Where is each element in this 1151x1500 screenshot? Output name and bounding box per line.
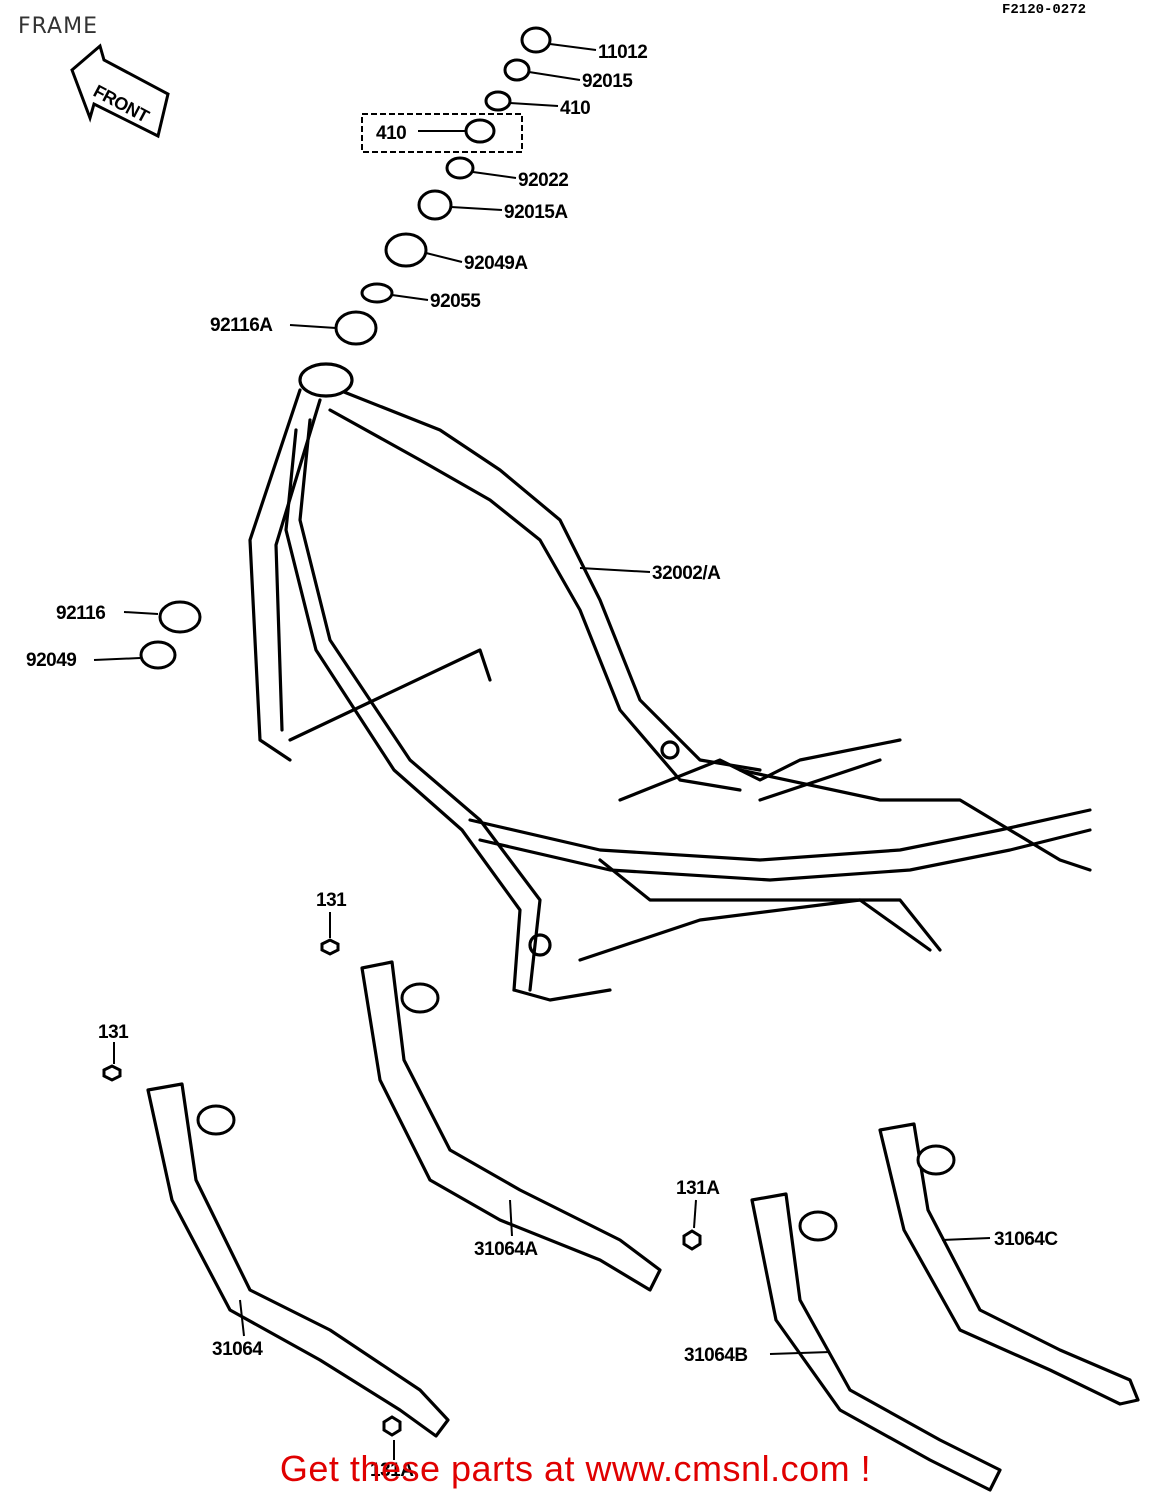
callout-92055: 92055 — [430, 291, 481, 312]
callout-31064C: 31064C — [994, 1229, 1058, 1250]
washer-410-boxed — [464, 118, 496, 144]
cap-11012 — [520, 26, 552, 54]
callout-92015: 92015 — [582, 71, 633, 92]
callout-131-lower: 131 — [98, 1022, 129, 1043]
nut-92015 — [503, 58, 531, 82]
downtube-31064B — [750, 1192, 1002, 1492]
callout-31064A: 31064A — [474, 1239, 538, 1260]
callout-11012: 11012 — [598, 42, 647, 63]
washer-410 — [484, 90, 512, 112]
callout-410-boxed: 410 — [376, 123, 406, 144]
downtube-31064A — [360, 960, 662, 1292]
callout-32002A: 32002/A — [652, 563, 721, 584]
main-frame-32002 — [248, 362, 1092, 1002]
callout-131-upper: 131 — [316, 890, 347, 911]
callout-31064B: 31064B — [684, 1345, 748, 1366]
callout-92116A: 92116A — [210, 315, 273, 336]
bolt-131A-mid — [682, 1229, 702, 1251]
callout-410: 410 — [560, 98, 590, 119]
bolt-131A-bottom — [382, 1415, 402, 1437]
callout-92015A: 92015A — [504, 202, 568, 223]
bolt-131-upper — [320, 938, 340, 956]
bearing-92116 — [158, 600, 202, 634]
oring-92055 — [360, 282, 394, 304]
callout-92116: 92116 — [56, 603, 105, 624]
bearing-92116A — [334, 310, 378, 346]
callout-92022: 92022 — [518, 170, 568, 191]
callout-131A-bottom: 131A — [370, 1460, 414, 1481]
nut-92015A — [417, 189, 453, 221]
front-arrow-icon: FRONT — [70, 43, 170, 139]
downtube-31064 — [146, 1082, 450, 1438]
callout-92049A: 92049A — [464, 253, 528, 274]
bolt-131-lower — [102, 1064, 122, 1082]
bearing-92049 — [139, 640, 177, 670]
callout-131A-mid: 131A — [676, 1178, 720, 1199]
cmsnl-parts-link[interactable]: Get these parts at www.cmsnl.com ! — [279, 1448, 872, 1489]
callout-92049: 92049 — [26, 650, 76, 671]
washer-92022 — [445, 156, 475, 180]
downtube-31064C — [878, 1122, 1140, 1406]
diagram-reference-code: F2120-0272 — [1002, 2, 1087, 18]
engine-mount-parts — [93, 600, 202, 670]
page-title: FRAME — [18, 14, 98, 39]
steering-stack — [289, 26, 597, 346]
bearing-92049A — [384, 232, 428, 268]
bolts — [102, 912, 702, 1460]
callout-31064: 31064 — [212, 1339, 263, 1360]
